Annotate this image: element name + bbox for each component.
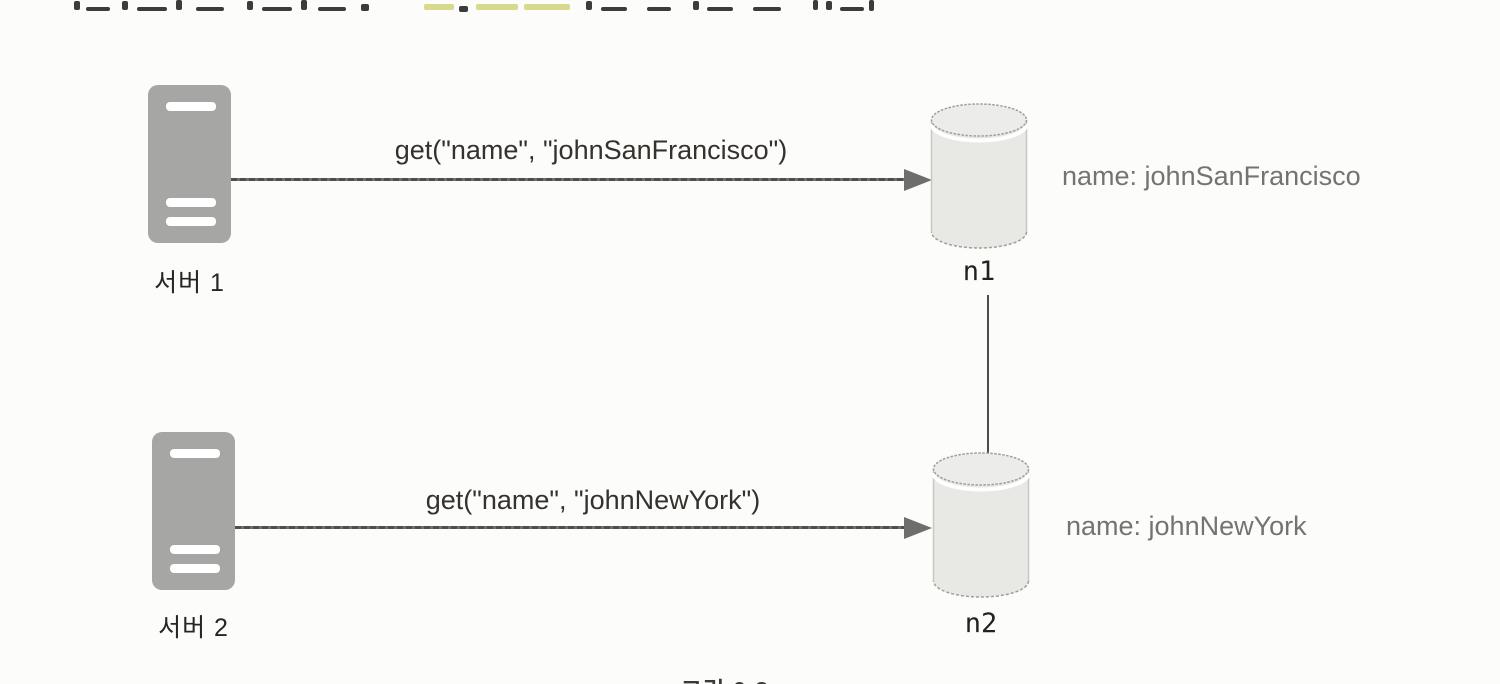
cropped-text-fragment (196, 7, 224, 11)
request-arrow-1-line (231, 178, 906, 181)
server-stripe (170, 564, 220, 573)
request-arrow-2-line (235, 526, 906, 529)
server-1-label: 서버 1 (154, 269, 225, 297)
cropped-text-fragment (586, 1, 592, 10)
cropped-text-fragment (361, 4, 369, 11)
cropped-text-fragment (840, 7, 864, 11)
figure-caption: 그림 6-8 (575, 671, 875, 684)
cropped-text-fragment (753, 7, 781, 11)
cropped-text-fragment (137, 7, 167, 11)
node-n2-value: name: johnNewYork (1066, 511, 1307, 541)
node-n2-label: n2 (964, 608, 998, 639)
server-2-label: 서버 2 (158, 614, 229, 642)
cropped-text-fragment (601, 7, 627, 11)
request-arrow-2-head (904, 517, 932, 539)
node-n1-value: name: johnSanFrancisco (1062, 161, 1361, 191)
node-link-line (987, 295, 989, 453)
cropped-text-fragment (869, 0, 874, 11)
request-arrow-1-head (904, 169, 932, 191)
cropped-text-fragment (262, 7, 292, 11)
server-stripe (166, 217, 216, 226)
cropped-text-fragment (247, 1, 253, 10)
cropped-text-fragment (826, 1, 832, 10)
cropped-text-fragment (122, 1, 128, 10)
cropped-text-fragment (86, 7, 110, 11)
request-1-label: get("name", "johnSanFrancisco") (394, 135, 788, 165)
node-n1-label: n1 (962, 256, 996, 287)
server-stripe (170, 449, 220, 458)
cropped-text-fragment (476, 4, 518, 10)
server-1-icon (148, 85, 231, 243)
cropped-text-fragment (301, 0, 307, 10)
server-stripe (166, 102, 216, 111)
cropped-text-fragment (318, 7, 346, 11)
cropped-text-fragment (424, 4, 454, 10)
cropped-text-fragment (74, 1, 80, 10)
database-n2-icon (932, 452, 1030, 598)
request-2-label: get("name", "johnNewYork") (425, 485, 761, 515)
cropped-text-fragment (693, 1, 699, 10)
cropped-text-fragment (647, 7, 671, 11)
cropped-text-line (0, 0, 920, 14)
server-stripe (170, 545, 220, 554)
server-stripe (166, 198, 216, 207)
cropped-text-fragment (813, 0, 818, 10)
cropped-text-fragment (176, 0, 182, 10)
database-n1-icon (930, 103, 1028, 249)
server-2-icon (152, 432, 235, 590)
cropped-text-fragment (524, 4, 570, 10)
cropped-text-fragment (707, 7, 733, 11)
cropped-text-fragment (459, 6, 468, 12)
